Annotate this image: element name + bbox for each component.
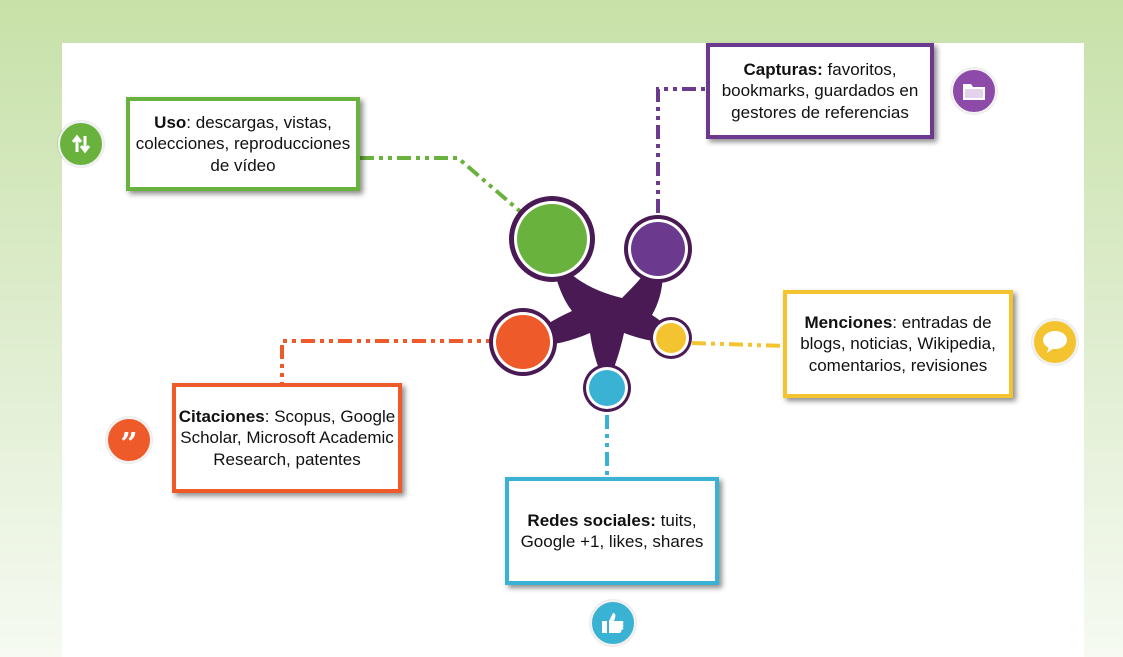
hub-node-uso <box>517 204 587 274</box>
connector-menciones <box>691 341 787 348</box>
uso-box: Uso: descargas, vistas, colecciones, rep… <box>126 97 360 191</box>
connector-citaciones <box>280 339 500 385</box>
thumbs-up-icon <box>590 600 636 646</box>
citaciones-text: Scopus, Google Scholar, Microsoft Academ… <box>180 407 396 469</box>
speech-bubble-icon <box>1032 319 1078 365</box>
citaciones-box: Citaciones: Scopus, Google Scholar, Micr… <box>172 383 402 493</box>
diagram-panel: Uso: descargas, vistas, colecciones, rep… <box>58 43 1084 657</box>
uso-text: descargas, vistas, colecciones, reproduc… <box>135 113 351 175</box>
citaciones-title-suffix: : <box>264 407 270 427</box>
up-down-arrows-icon <box>58 121 104 167</box>
capturas-box: Capturas: favoritos, bookmarks, guardado… <box>706 43 934 139</box>
redes-text: tuits, Google +1, likes, shares <box>520 510 704 551</box>
hub-node-redes <box>589 370 625 406</box>
uso-title: Uso <box>154 113 187 133</box>
redes-box: Redes sociales: tuits, Google +1, likes,… <box>505 477 719 585</box>
hub-node-citaciones <box>496 315 550 369</box>
menciones-text: entradas de blogs, noticias, Wikipedia, … <box>800 313 996 375</box>
folder-icon <box>951 68 997 114</box>
menciones-title: Menciones <box>804 313 893 333</box>
central-hub <box>489 196 692 412</box>
diagram-canvas <box>280 87 787 479</box>
connector-capturas <box>656 87 708 213</box>
redes-title: Redes sociales: <box>527 510 656 530</box>
uso-title-suffix: : <box>186 113 192 133</box>
menciones-title-suffix: : <box>892 313 898 333</box>
hub-node-capturas <box>631 222 685 276</box>
capturas-title: Capturas: <box>743 60 823 80</box>
citaciones-title: Citaciones <box>178 407 265 427</box>
quote-icon: ” <box>106 417 152 463</box>
capturas-text: favoritos, bookmarks, guardados en gesto… <box>721 60 919 122</box>
connector-uso <box>360 156 524 215</box>
menciones-box: Menciones: entradas de blogs, noticias, … <box>783 290 1013 398</box>
hub-node-menciones <box>656 323 686 353</box>
